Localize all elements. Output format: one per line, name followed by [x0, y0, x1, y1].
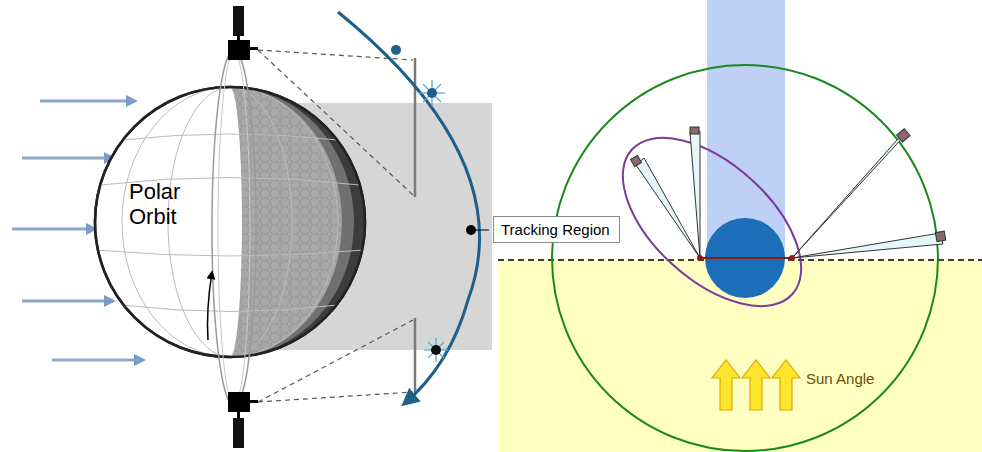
sun-angle-label: Sun Angle [806, 370, 874, 387]
satellite [228, 6, 258, 448]
globe [95, 87, 365, 357]
callout-box: Tracking Region [493, 216, 620, 243]
node-text: Polar Orbit [129, 179, 209, 230]
polar-orbit-path [208, 50, 257, 406]
leader-line [476, 230, 489, 231]
globe-node: Polar Orbit [95, 87, 365, 357]
sun-arrows [712, 360, 800, 410]
sensor-beams [631, 127, 946, 258]
baseline [700, 257, 792, 259]
target-orbit [338, 12, 489, 404]
target-orbit-ellipse [593, 107, 831, 338]
baseline-end [697, 255, 703, 261]
node-text: Tracking Region [501, 221, 612, 238]
baseline-end [789, 255, 795, 261]
sensor-field-of-view [258, 50, 415, 402]
observer-orbit [552, 65, 938, 451]
